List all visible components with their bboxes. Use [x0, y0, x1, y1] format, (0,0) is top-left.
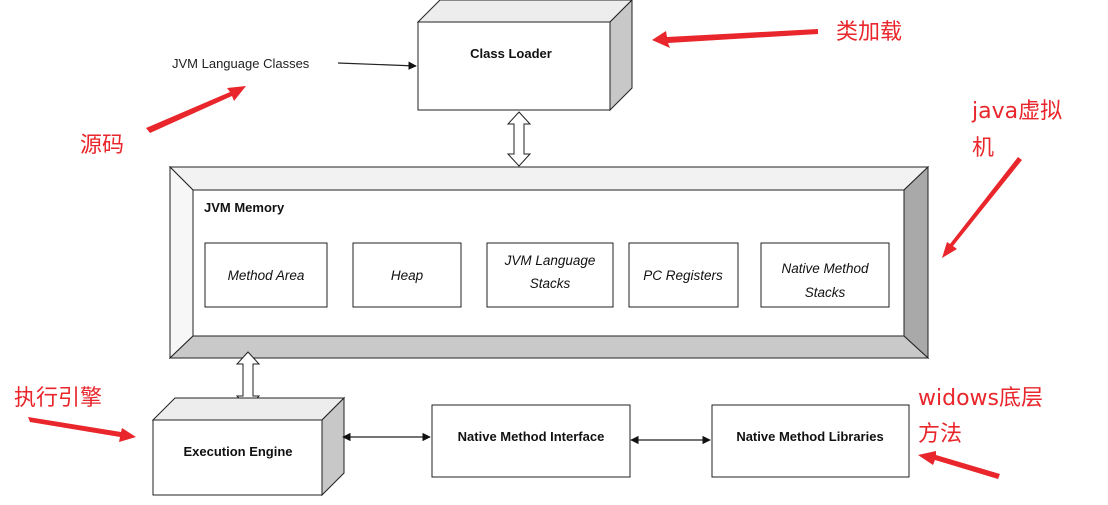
red-arrow-icon — [146, 86, 246, 133]
memory-area-label: Method Area — [228, 268, 305, 283]
annotation-class-loading: 类加载 — [652, 20, 902, 48]
annotation-jvm-line2: 机 — [972, 136, 994, 161]
annotation-jvm-line1: java虚拟 — [971, 99, 1062, 124]
source-to-loader-arrow — [337, 61, 417, 70]
native-interface-label: Native Method Interface — [458, 429, 605, 444]
annotation-windows: widows底层 方法 — [918, 386, 1043, 479]
memory-area-heap: Heap — [352, 242, 462, 308]
annotation-windows-line2: 方法 — [918, 422, 962, 447]
annotation-execution-engine-text: 执行引擎 — [14, 386, 102, 411]
execution-engine-box: Execution Engine — [151, 396, 346, 497]
memory-area-native-method-stacks: Native Method Stacks — [760, 242, 890, 308]
annotation-jvm: java虚拟 机 — [942, 99, 1062, 258]
native-libraries-box: Native Method Libraries — [711, 404, 910, 478]
memory-area-method-area: Method Area — [204, 242, 328, 308]
memory-area-pc-registers: PC Registers — [628, 242, 739, 308]
class-loader-label: Class Loader — [470, 46, 552, 61]
memory-area-label: Stacks — [805, 285, 846, 300]
annotation-windows-line1: widows底层 — [918, 386, 1043, 411]
red-arrow-icon — [28, 417, 136, 442]
native-interface-box: Native Method Interface — [431, 404, 631, 478]
memory-area-label: Native Method — [781, 261, 869, 276]
red-arrow-icon — [652, 29, 818, 48]
annotation-source-code-text: 源码 — [80, 133, 124, 158]
annotation-source-code: 源码 — [80, 86, 246, 158]
annotation-class-loading-text: 类加载 — [836, 20, 902, 45]
source-label: JVM Language Classes — [172, 56, 310, 71]
annotation-execution-engine: 执行引擎 — [14, 386, 136, 442]
jvm-memory-title: JVM Memory — [204, 200, 285, 215]
class-loader-box: Class Loader — [416, 0, 633, 112]
execution-engine-label: Execution Engine — [183, 444, 292, 459]
native-libraries-label: Native Method Libraries — [736, 429, 883, 444]
red-arrow-icon — [918, 451, 1000, 479]
memory-area-label: Heap — [391, 268, 424, 283]
memory-area-label: PC Registers — [643, 268, 723, 283]
red-arrow-icon — [942, 157, 1022, 258]
loader-memory-double-arrow — [506, 111, 532, 167]
memory-area-jvm-language-stacks: JVM Language Stacks — [486, 242, 614, 308]
memory-area-label: Stacks — [530, 276, 571, 291]
memory-area-label: JVM Language — [504, 253, 596, 268]
